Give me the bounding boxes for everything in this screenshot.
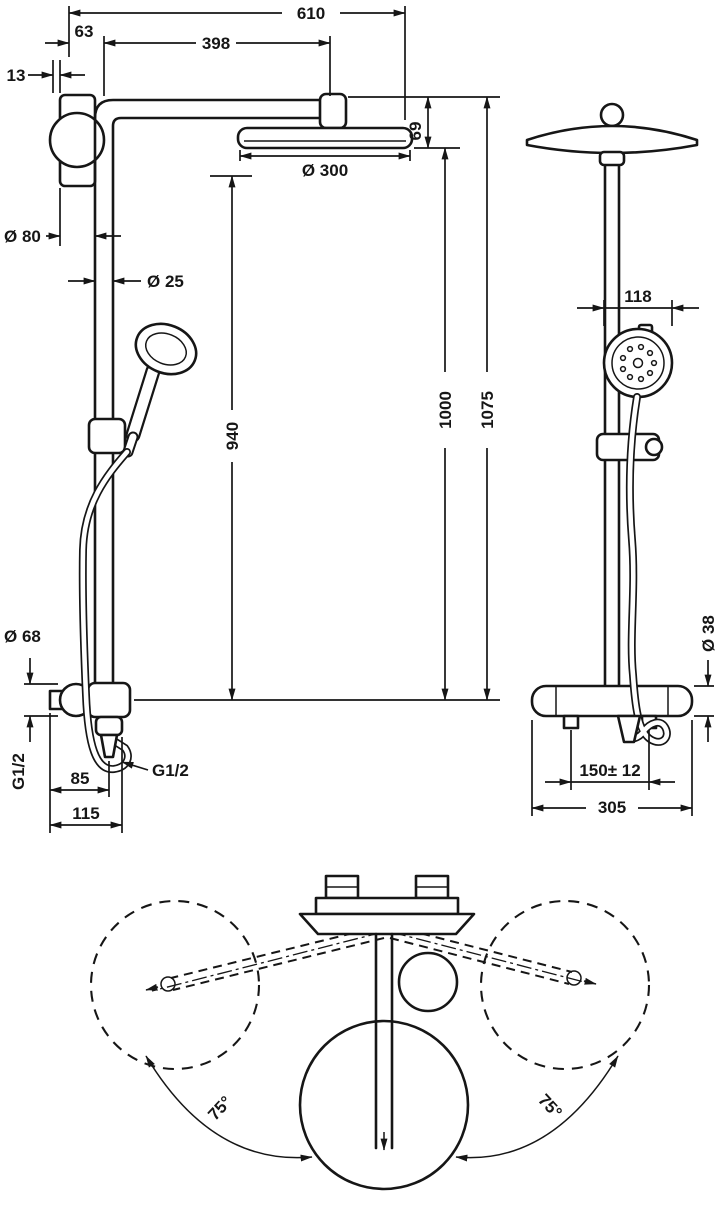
arm-tip [160,976,176,992]
hand-shower-head [134,322,198,376]
dim-13-label: 13 [7,66,26,85]
swivel-arm-left [145,925,385,992]
dim-1000: 1000 [436,147,455,701]
dim-305: 305 [531,720,693,817]
hose-connector-side [616,714,642,744]
dim-valve-escutcheon: Ø 68 [4,627,58,742]
side-view: 118 Ø 38 150± 12 305 [525,102,718,817]
dim-940: 940 [210,175,252,701]
direction-arrow [145,983,159,991]
valve-body-side [530,684,694,718]
dim-69: 69 [348,96,500,149]
hand-shower-holder [87,417,127,455]
dim-85: 85 [49,713,110,833]
hand-shower-face [144,332,188,366]
arm-centerline [151,931,384,992]
dim-610: 610 [68,4,406,120]
dim-head-diameter-label: Ø 300 [302,161,348,180]
head-position-front [298,1019,470,1191]
hand-shower-plan [397,951,459,1013]
dim-398-label: 398 [202,34,230,53]
dim-115: 115 [49,737,123,833]
arm-joint [318,92,348,130]
dim-valve-diameter: Ø 38 [694,615,718,742]
hand-shower-face-ring [611,336,665,390]
dim-305-label: 305 [598,798,626,817]
arm-centerline [390,931,593,985]
direction-arrow [583,977,597,985]
arm-outline [389,937,570,985]
dim-13: 13 [7,60,85,93]
valve-body [86,681,132,719]
leader-line [121,761,149,771]
valve-handle [94,715,124,737]
swivel-position-left [89,899,261,1071]
dim-valve-escutcheon-label: Ø 68 [4,627,41,646]
arm-tip [566,970,582,986]
dim-63-label: 63 [75,22,94,41]
plan-view: 75° 75° [89,874,651,1191]
dim-1075: 1075 [478,96,497,701]
dim-1075-label: 1075 [478,391,497,429]
swivel-arc-right [455,1055,619,1162]
outlet-thread-label: G1/2 [152,761,189,780]
dim-118: 118 [577,287,699,326]
swivel-angle-right-label: 75° [534,1090,566,1122]
dim-pipe-diameter-label: Ø 25 [147,272,184,291]
holder-knob [644,437,664,457]
arm-outline [172,937,385,991]
dim-398: 398 [103,34,331,96]
dim-115-label: 115 [72,804,99,823]
dim-head-diameter: Ø 300 [239,150,411,180]
head-hub [598,150,626,167]
hand-shower-center-nozzle [632,357,644,369]
dim-85-label: 85 [71,769,90,788]
hand-shower-side [602,327,674,399]
dim-escutcheon-diameter: Ø 80 [4,188,121,246]
outlet-thread-callout: G1/2 [121,761,189,780]
swivel-position-right [479,899,651,1071]
hand-shower-handle-inner [127,365,159,441]
dim-escutcheon-diameter-label: Ø 80 [4,227,41,246]
dim-connection-spacing-label: 150± 12 [579,761,640,780]
mount-bar [314,896,460,916]
dim-valve-diameter-label: Ø 38 [699,615,718,652]
front-view: 610 63 398 13 69 [4,4,500,833]
dim-610-label: 610 [297,4,325,23]
dim-940-label: 940 [223,422,242,450]
mount-body [298,912,476,936]
swivel-angle-left-label: 75° [204,1092,236,1124]
dim-69-label: 69 [406,122,425,141]
overhead-shower [236,126,414,150]
swivel-arc-left [145,1055,313,1162]
dim-118-label: 118 [624,287,651,306]
overhead-shower-side [525,124,699,155]
dim-connection-spacing: 150± 12 [545,730,675,790]
dim-pipe-diameter: Ø 25 [68,272,184,291]
inlet-thread-label: G1/2 [9,753,28,790]
arm-knob [599,102,625,128]
wall-escutcheon [48,111,106,169]
pipe-and-arm [93,98,344,686]
supply-stub [562,714,580,730]
dim-1000-label: 1000 [436,391,455,429]
hose-connector [99,733,119,759]
spray-nozzles [619,343,658,383]
shower-hose-inner [80,449,131,772]
